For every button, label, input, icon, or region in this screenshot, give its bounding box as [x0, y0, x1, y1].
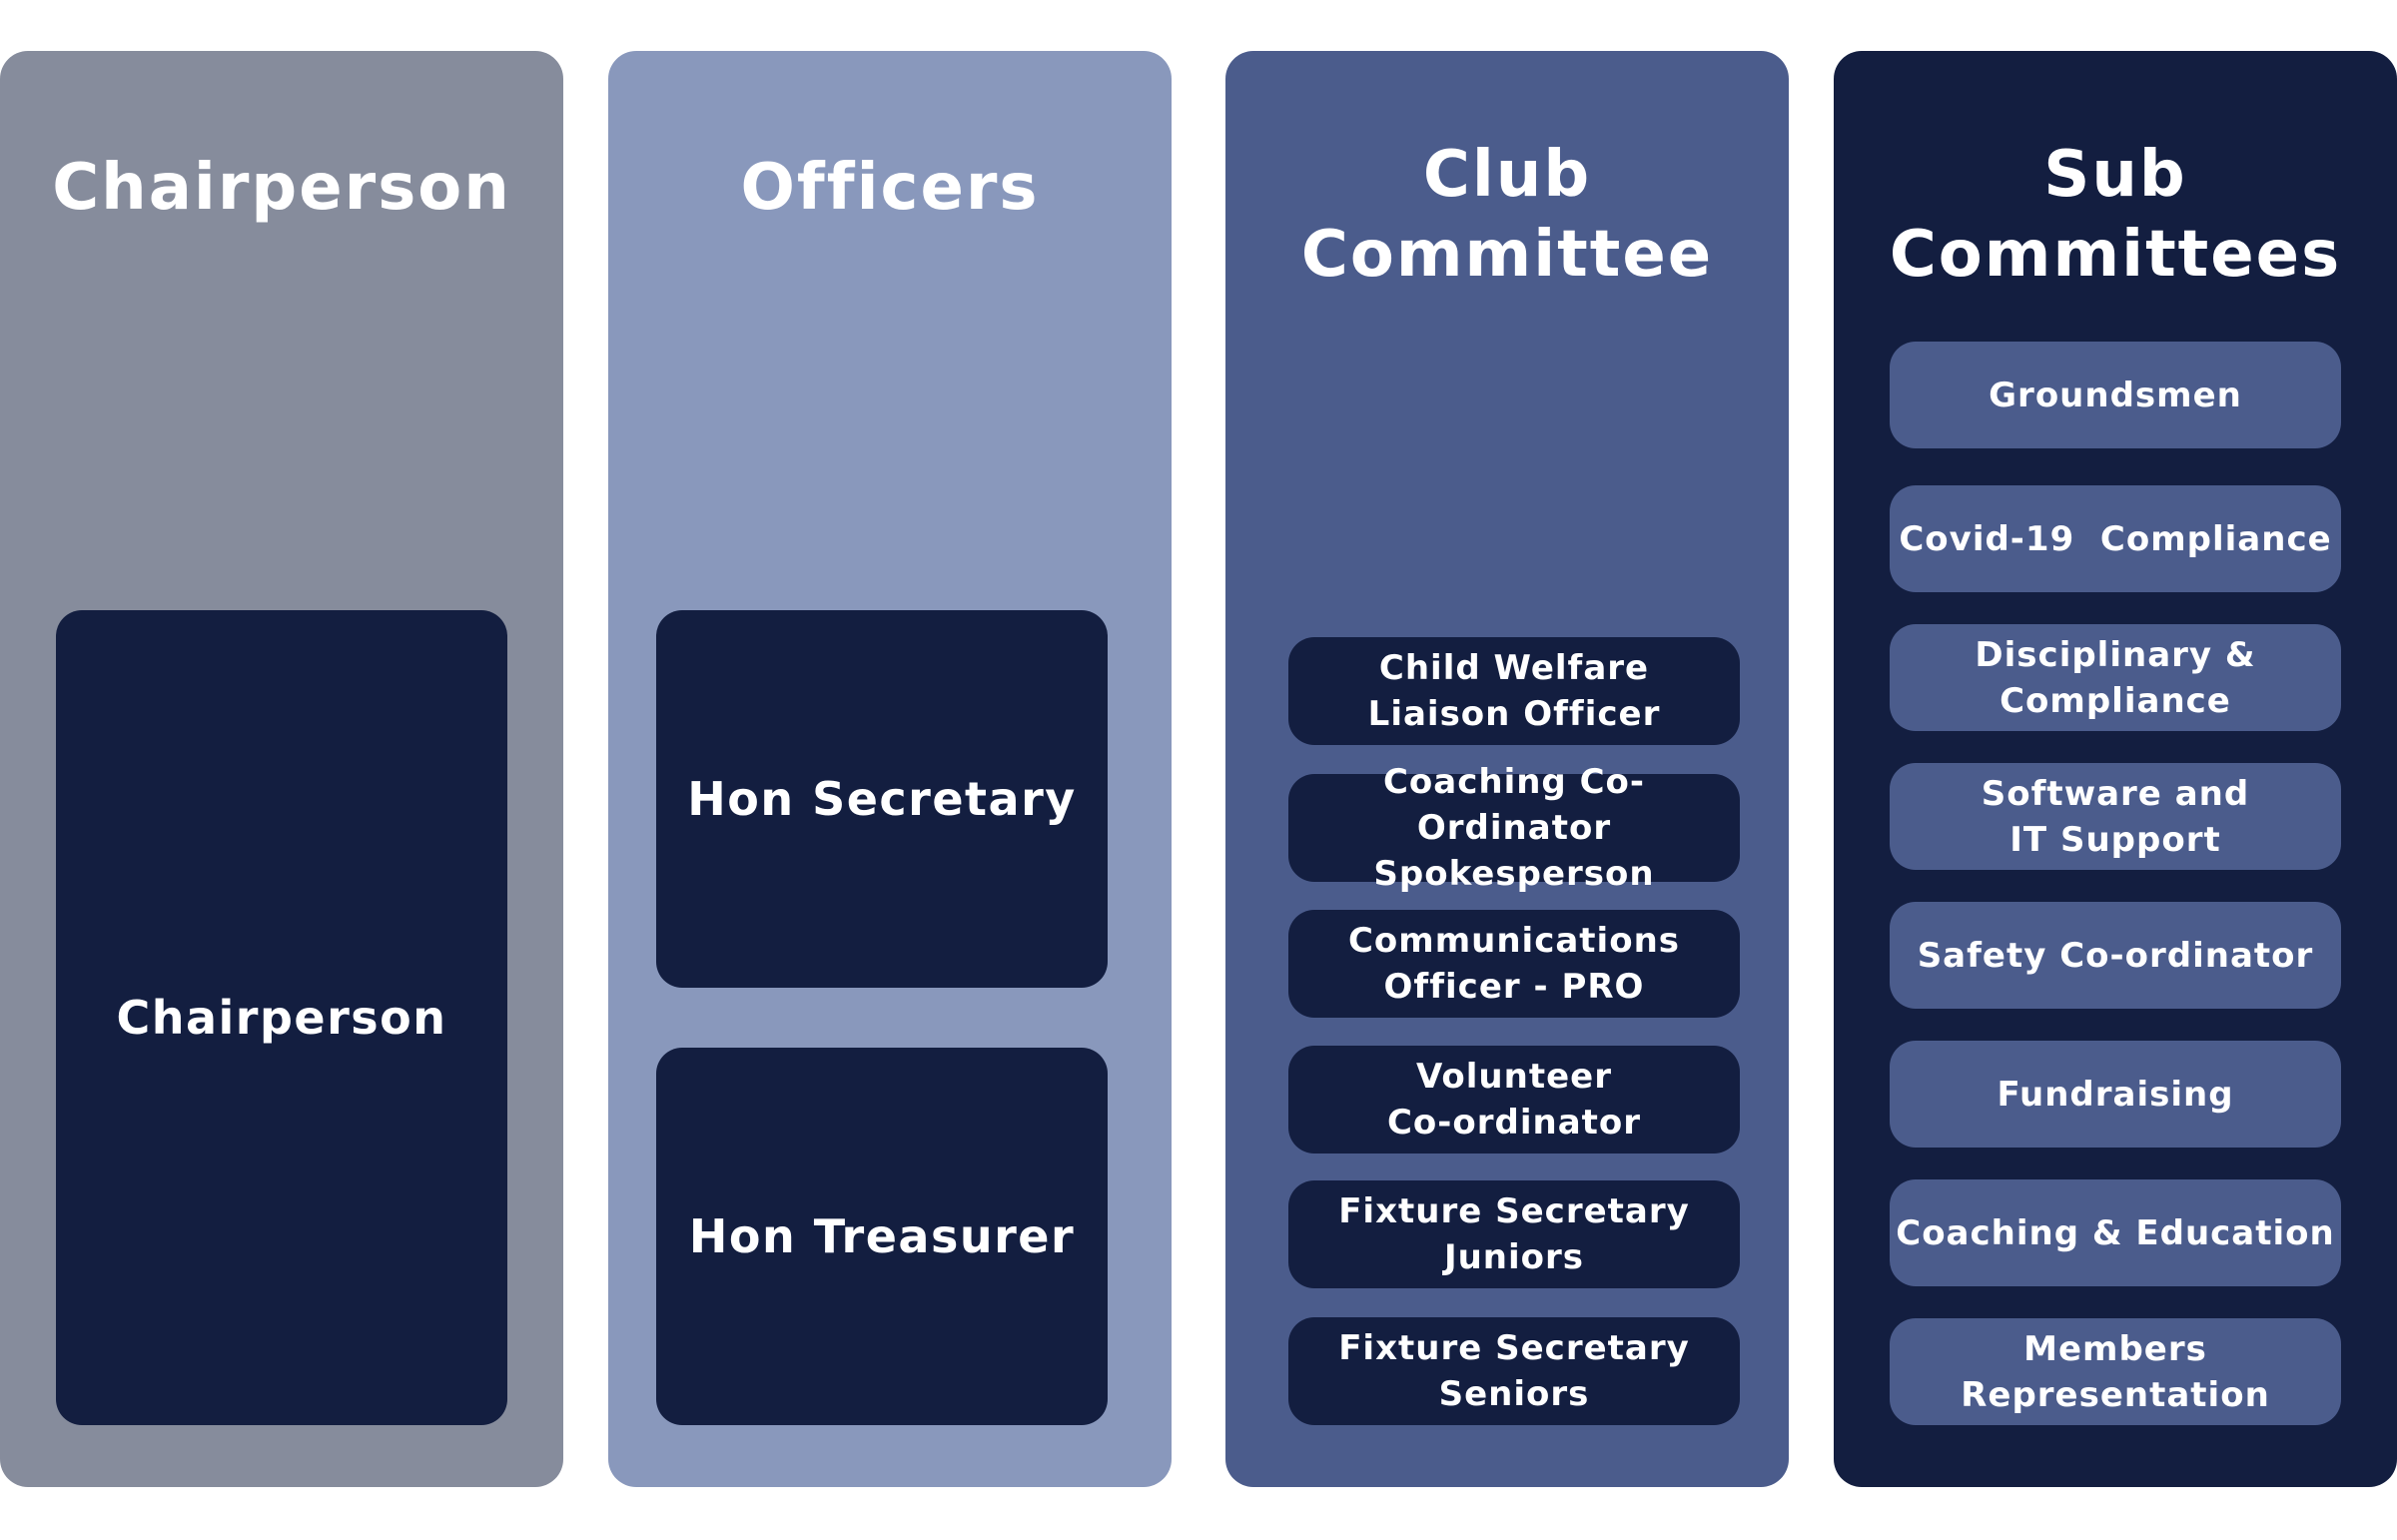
fundraising-box: Fundraising: [1890, 1041, 2341, 1148]
software-it-support-box: Software and IT Support: [1890, 763, 2341, 870]
coaching-education-box: Coaching & Education: [1890, 1179, 2341, 1286]
hon-treasurer-box: Hon Treasurer: [656, 1048, 1108, 1425]
child-welfare-box: Child Welfare Liaison Officer: [1288, 637, 1740, 745]
chairperson-box: Chairperson: [56, 610, 507, 1425]
club-committee-column: Club Committee Child Welfare Liaison Off…: [1225, 51, 1789, 1487]
members-representation-box: Members Representation: [1890, 1318, 2341, 1425]
officers-column: Officers Hon Secretary Hon Treasurer: [608, 51, 1172, 1487]
fixture-secretary-seniors-box: Fixture Secretary Seniors: [1288, 1317, 1740, 1425]
chairperson-column-title: Chairperson: [52, 151, 511, 225]
officers-column-title: Officers: [740, 151, 1040, 225]
fixture-secretary-juniors-box: Fixture Secretary Juniors: [1288, 1180, 1740, 1288]
sub-committees-column: Sub Committees Groundsmen Covid-19 Compl…: [1834, 51, 2397, 1487]
safety-coordinator-box: Safety Co-ordinator: [1890, 902, 2341, 1009]
coaching-coordinator-box: Coaching Co-Ordinator Spokesperson: [1288, 762, 1740, 894]
covid-compliance-box: Covid-19 Compliance: [1890, 485, 2341, 592]
chairperson-column: Chairperson Chairperson: [0, 51, 563, 1487]
disciplinary-compliance-box: Disciplinary & Compliance: [1890, 624, 2341, 731]
hon-secretary-box: Hon Secretary: [656, 610, 1108, 988]
club-committee-column-title: Club Committee: [1300, 138, 1714, 292]
volunteer-coordinator-box: Volunteer Co-ordinator: [1288, 1046, 1740, 1154]
groundsmen-box: Groundsmen: [1890, 342, 2341, 448]
communications-officer-box: Communications Officer - PRO: [1288, 910, 1740, 1018]
sub-committees-column-title: Sub Committees: [1889, 138, 2342, 292]
